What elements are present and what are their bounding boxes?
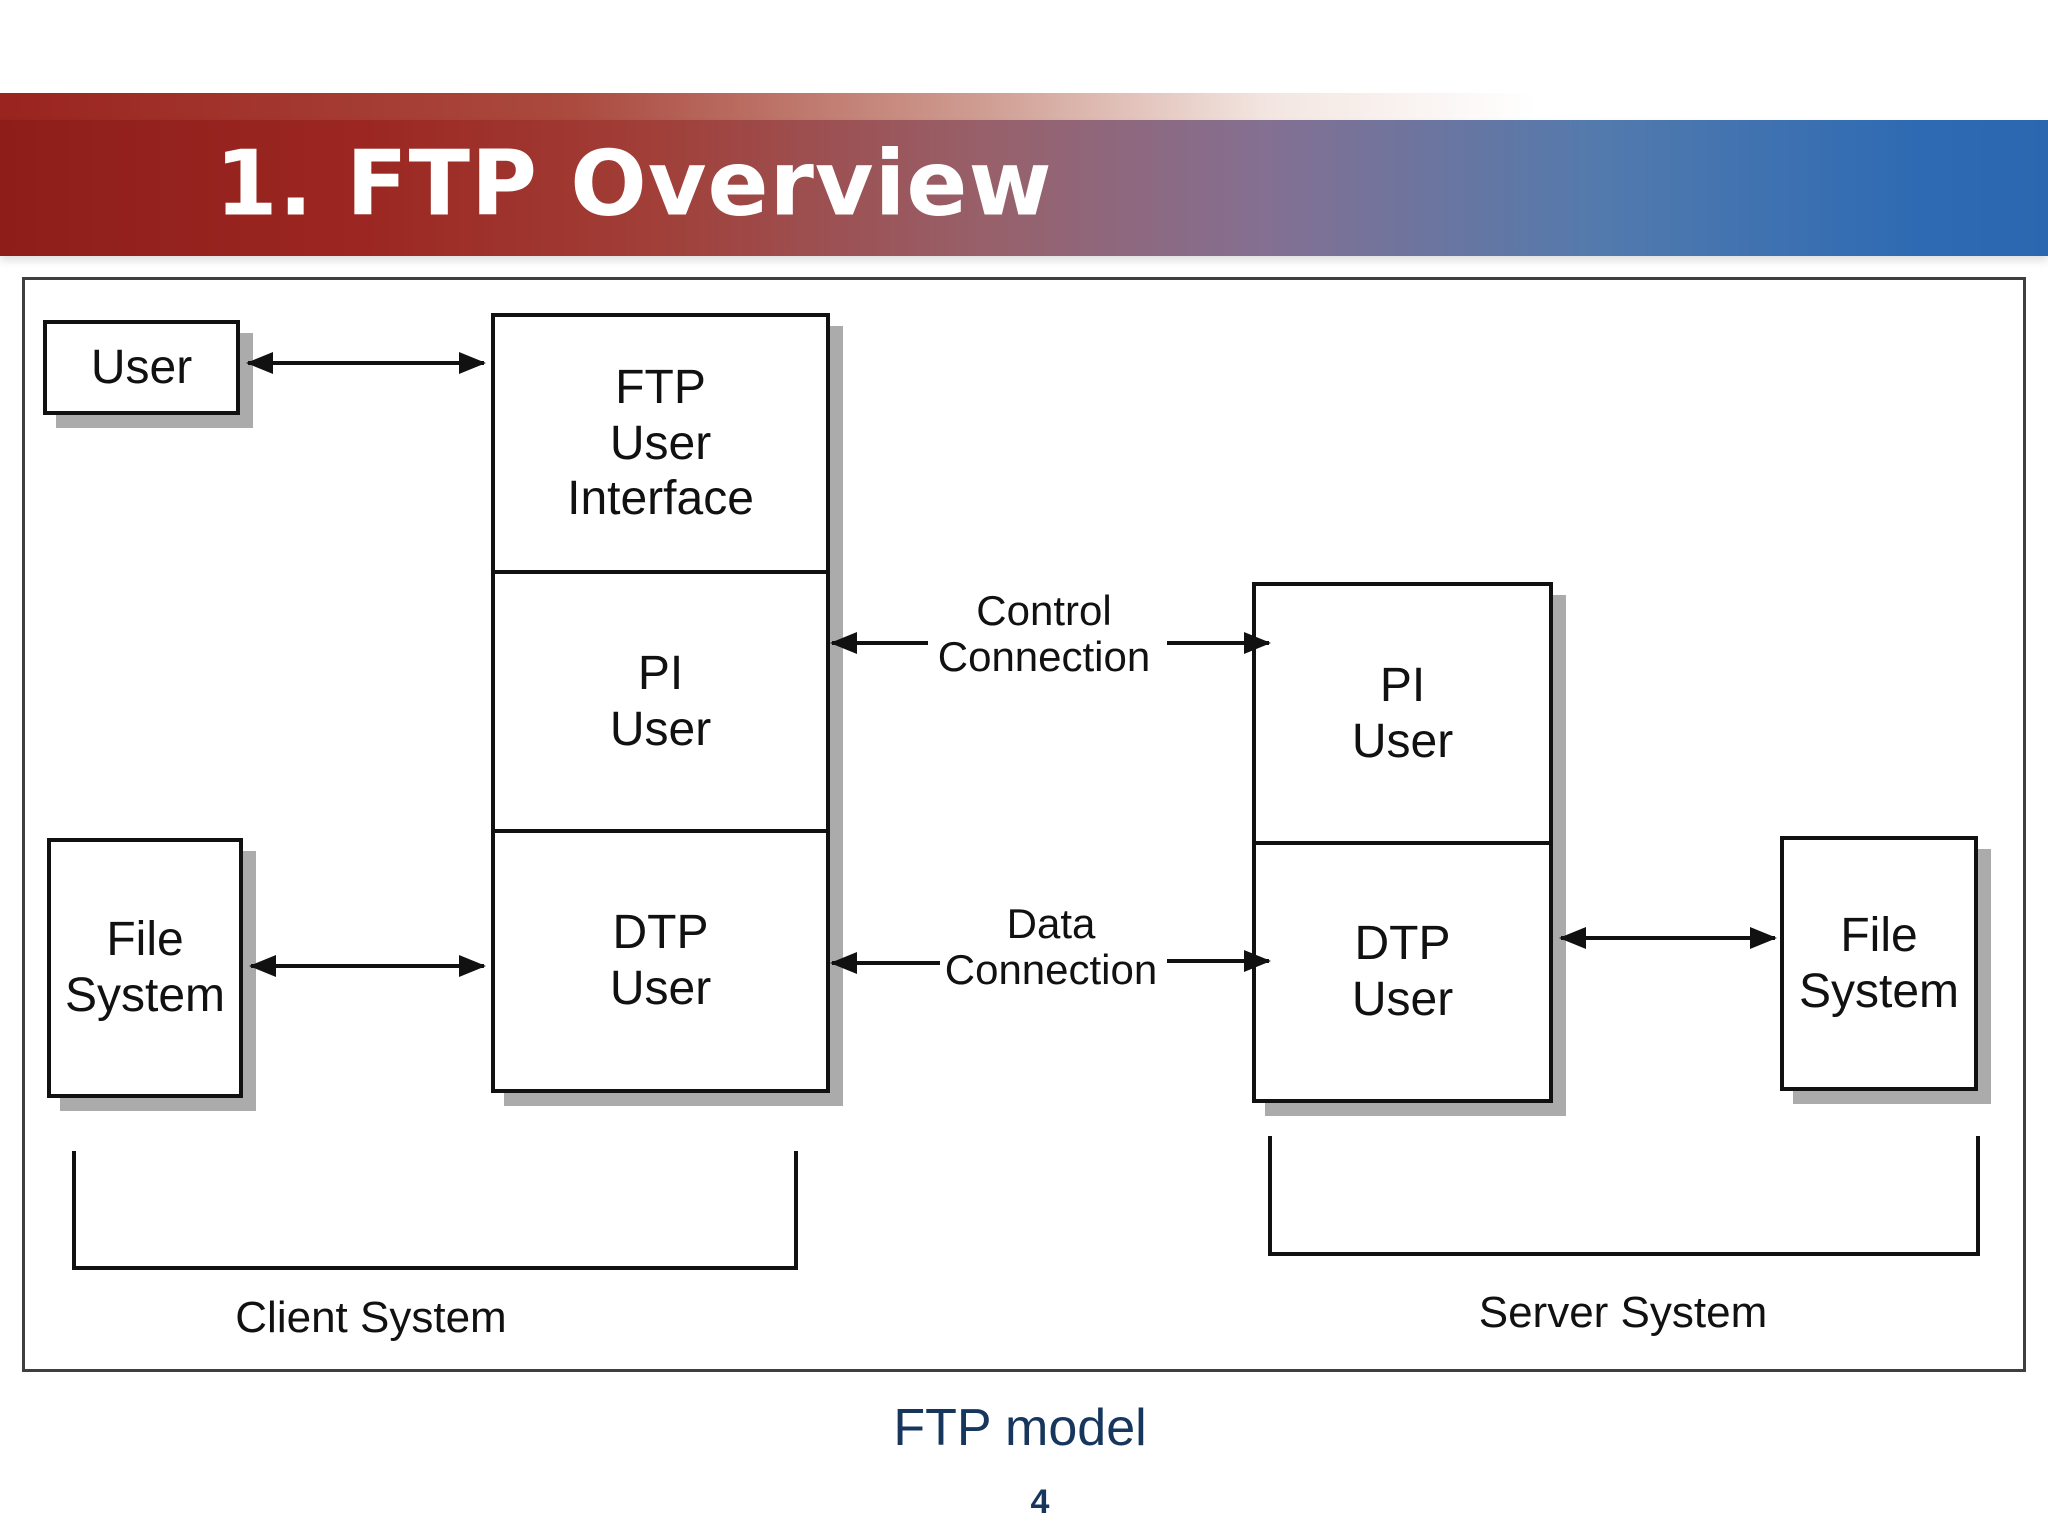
page-number: 4	[1030, 1483, 1050, 1521]
header-band: 1. FTP Overview	[0, 120, 2048, 256]
client-pi-section: PI User	[495, 570, 826, 829]
server-system-label: Server System	[1478, 1288, 1768, 1337]
connection-label-line: Connection	[937, 633, 1151, 681]
section-label-line: FTP	[615, 360, 706, 414]
server-dtp-section: DTP User	[1256, 841, 1549, 1099]
control-connection-arrow-right	[1165, 629, 1271, 657]
data-connection-label: Data Connection	[851, 900, 1251, 994]
control-connection-arrow-left	[830, 629, 930, 657]
section-label-line: Interface	[567, 472, 754, 526]
client-file-system-box: File System	[47, 838, 243, 1098]
user-box-label: User	[90, 340, 193, 394]
user-to-interface-arrow	[246, 349, 486, 377]
connection-label-line: Connection	[944, 946, 1158, 994]
connection-label-line: Control	[976, 587, 1112, 634]
server-file-system-box: File System	[1780, 836, 1978, 1091]
control-connection-label: Control Connection	[844, 587, 1244, 681]
box-label-line: System	[1798, 964, 1960, 1018]
client-protocol-stack: FTP User Interface PI User DTP User	[491, 313, 830, 1093]
section-label-line: User	[609, 962, 712, 1015]
section-label-line: PI	[1379, 658, 1426, 712]
ftp-model-diagram: User FTP User Interface PI User DTP	[22, 277, 2026, 1372]
client-system-bracket	[72, 1151, 798, 1270]
section-label-line: DTP	[1354, 917, 1451, 971]
data-connection-arrow-right	[1165, 947, 1271, 975]
client-dtp-section: DTP User	[495, 829, 826, 1089]
filesystem-to-dtp-arrow-client	[249, 952, 486, 980]
slide-title: 1. FTP Overview	[215, 131, 1053, 237]
section-label-line: User	[1351, 973, 1454, 1026]
dtp-to-filesystem-arrow-server	[1559, 924, 1777, 952]
box-label-line: File	[106, 913, 184, 967]
box-label-line: System	[64, 969, 226, 1022]
connection-label-line: Data	[1006, 900, 1096, 947]
client-ftp-user-interface-section: FTP User Interface	[495, 317, 826, 570]
section-label-line: User	[609, 702, 712, 756]
server-protocol-stack: PI User DTP User	[1252, 582, 1553, 1103]
user-box: User	[43, 320, 240, 415]
section-label-line: DTP	[612, 906, 709, 960]
data-connection-arrow-left	[830, 949, 942, 977]
server-system-bracket	[1268, 1136, 1980, 1256]
section-label-line: User	[609, 416, 712, 470]
figure-caption: FTP model	[893, 1399, 1147, 1457]
server-pi-section: PI User	[1256, 586, 1549, 841]
box-label-line: File	[1840, 908, 1918, 962]
section-label-line: User	[1351, 714, 1454, 768]
client-system-label: Client System	[235, 1293, 507, 1342]
section-label-line: PI	[637, 646, 684, 700]
header-accent-strip	[0, 93, 2048, 120]
